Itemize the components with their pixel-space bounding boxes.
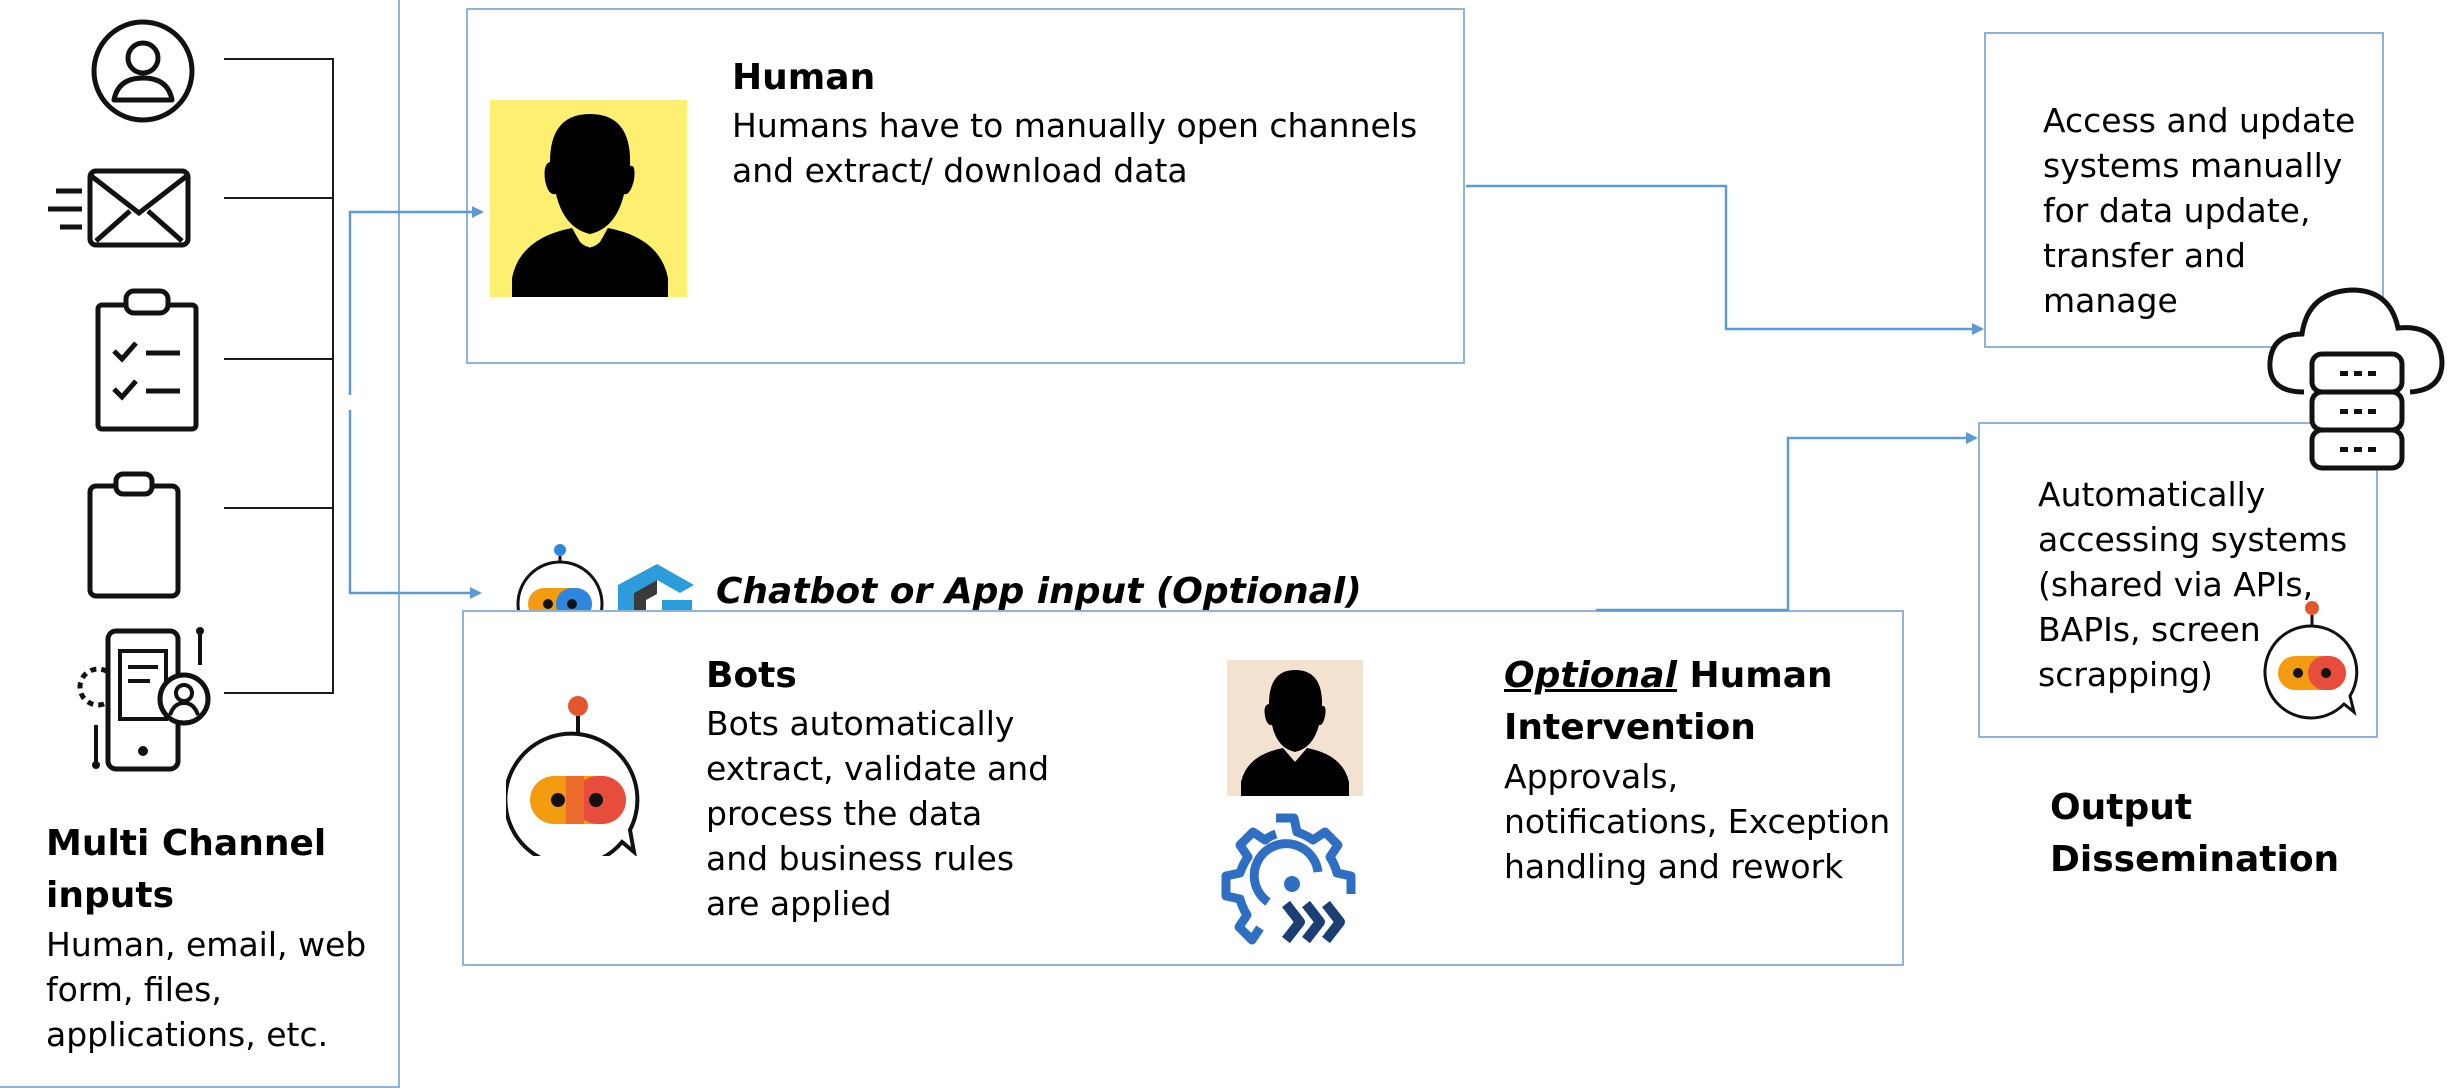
cloud-database-icon (2264, 282, 2447, 478)
email-icon (48, 165, 196, 259)
chatbot-icon (2256, 596, 2368, 724)
bots-title: Bots (706, 655, 797, 696)
bots-description: Bots automatically extract, validate and… (706, 704, 1050, 923)
intervention-title: Optional Human (1504, 650, 1833, 702)
arrow-to-chatbot (348, 410, 482, 599)
arrow-to-human (348, 206, 484, 395)
intervention-title-line2: Intervention (1504, 707, 1756, 748)
automation-gear-icon (1220, 810, 1360, 954)
human-avatar-icon (1227, 660, 1363, 796)
manual-output-panel (1984, 32, 2384, 348)
human-title: Human (732, 57, 876, 98)
chatbot-label: Chatbot or App input (Optional) (716, 571, 1362, 612)
input-connector-line (224, 507, 334, 509)
user-icon (90, 18, 196, 128)
arrow-to-manual-output (1466, 184, 1984, 335)
input-bracket (332, 58, 334, 694)
arrow-to-auto-output (1596, 432, 1978, 612)
input-connector-line (224, 692, 334, 694)
human-avatar-icon (490, 100, 687, 297)
auto-output-text: Automatically accessing systems (shared … (2038, 475, 2348, 694)
intervention-description: Approvals, notifications, Exception hand… (1504, 757, 1891, 886)
human-description: Humans have to manually open channels an… (732, 106, 1418, 190)
output-title: Output (2050, 787, 2193, 828)
mobile-app-icon (70, 625, 220, 779)
inputs-description: Human, email, web form, files, applicati… (46, 925, 367, 1054)
input-connector-line (224, 197, 334, 199)
manual-output-text: Access and update systems manually for d… (2043, 101, 2356, 320)
output-title: Dissemination (2050, 839, 2340, 880)
intervention-title-rest: Human (1676, 655, 1833, 696)
checklist-icon (92, 285, 202, 437)
intervention-title-emphasis: Optional (1504, 655, 1677, 696)
inputs-title: Multi Channel (46, 823, 327, 864)
clipboard-icon (86, 470, 182, 604)
input-connector-line (224, 58, 334, 60)
inputs-title: inputs (46, 875, 175, 916)
bots-panel (462, 610, 1904, 966)
input-connector-line (224, 358, 334, 360)
